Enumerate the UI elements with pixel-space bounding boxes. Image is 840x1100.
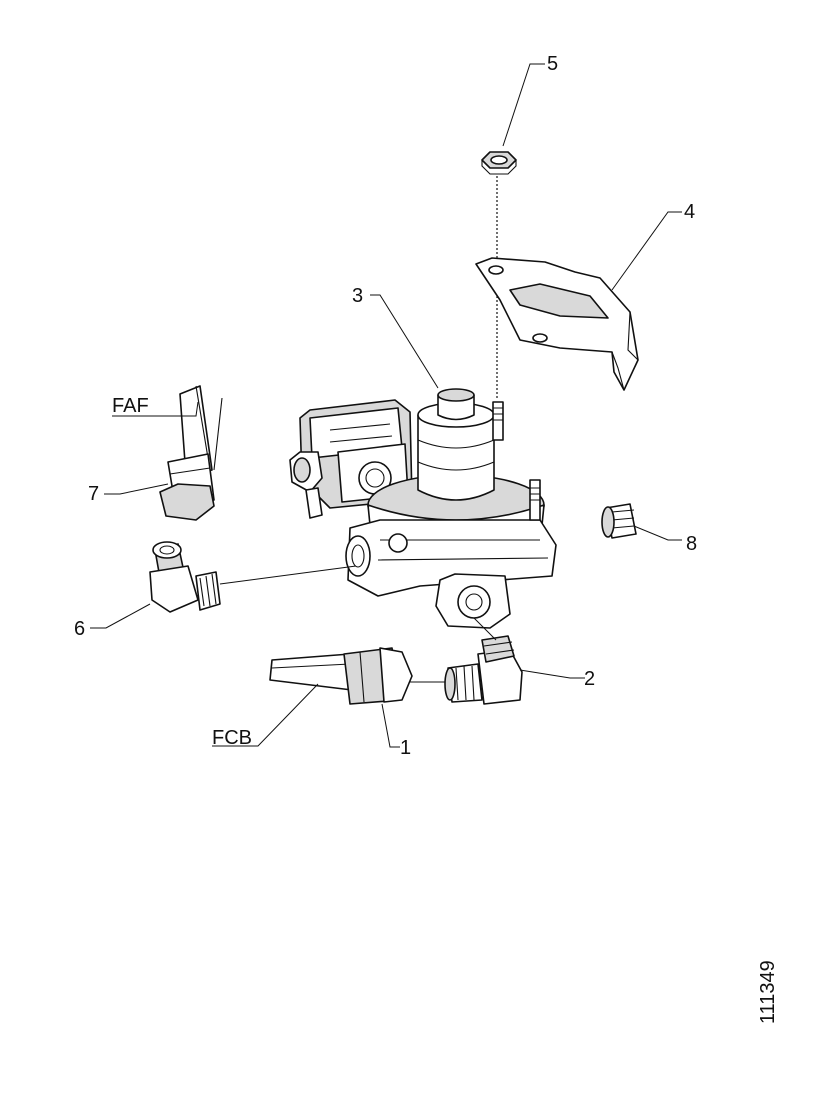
callout-1: 1 (400, 737, 411, 759)
union-nut-part-1 (343, 647, 413, 705)
elbow-2-connection-line (473, 617, 497, 641)
callout-7: 7 (88, 483, 99, 505)
valve-body-part-3 (289, 388, 557, 629)
plug-part-8 (601, 503, 637, 539)
reference-number-block: 111349 (757, 960, 779, 1024)
elbow-fitting-part-2 (444, 635, 523, 705)
callout-6: 6 (74, 618, 85, 640)
bracket-part-4 (475, 257, 639, 391)
label-fcb: FCB (212, 727, 252, 749)
callout-8: 8 (686, 533, 697, 555)
label-faf: FAF (112, 395, 149, 417)
reference-number: 111349 (757, 960, 779, 1024)
callout-3: 3 (352, 285, 363, 307)
nut-part-5 (481, 151, 517, 175)
callout-4: 4 (684, 201, 695, 223)
callout-2: 2 (584, 668, 595, 690)
fcb-pipe (269, 653, 353, 691)
leader-lines (90, 63, 682, 748)
elbow-6-connection-line (219, 565, 357, 585)
elbow-fitting-part-6 (149, 541, 221, 613)
union-nut-part-7 (159, 453, 215, 521)
callout-5: 5 (547, 53, 558, 75)
